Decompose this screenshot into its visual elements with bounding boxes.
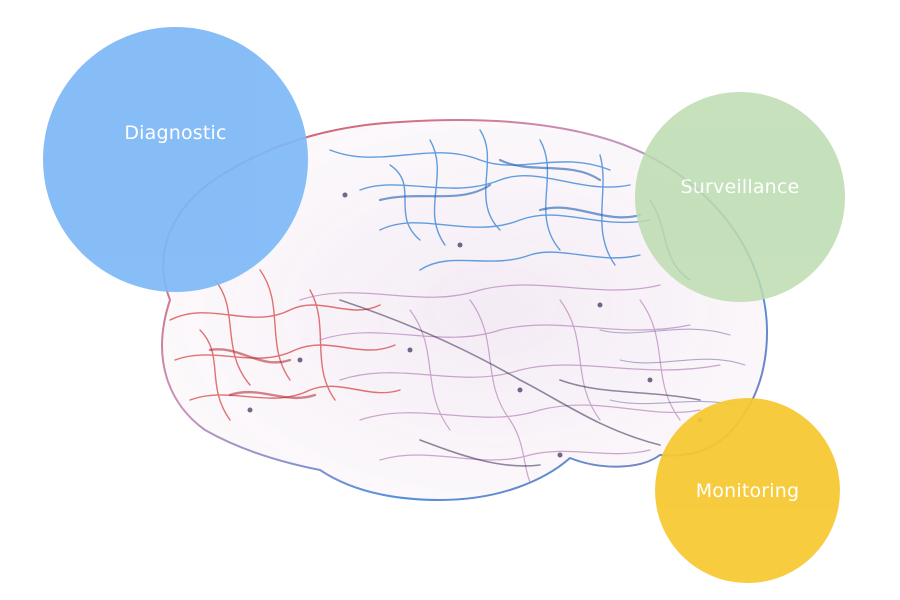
monitoring-bubble: Monitoring [655,398,840,583]
surveillance-label: Surveillance [680,176,800,198]
monitoring-label: Monitoring [695,479,800,502]
diagnostic-bubble: Diagnostic [43,27,308,292]
diagnostic-label: Diagnostic [124,121,227,144]
surveillance-bubble: Surveillance [635,92,845,302]
